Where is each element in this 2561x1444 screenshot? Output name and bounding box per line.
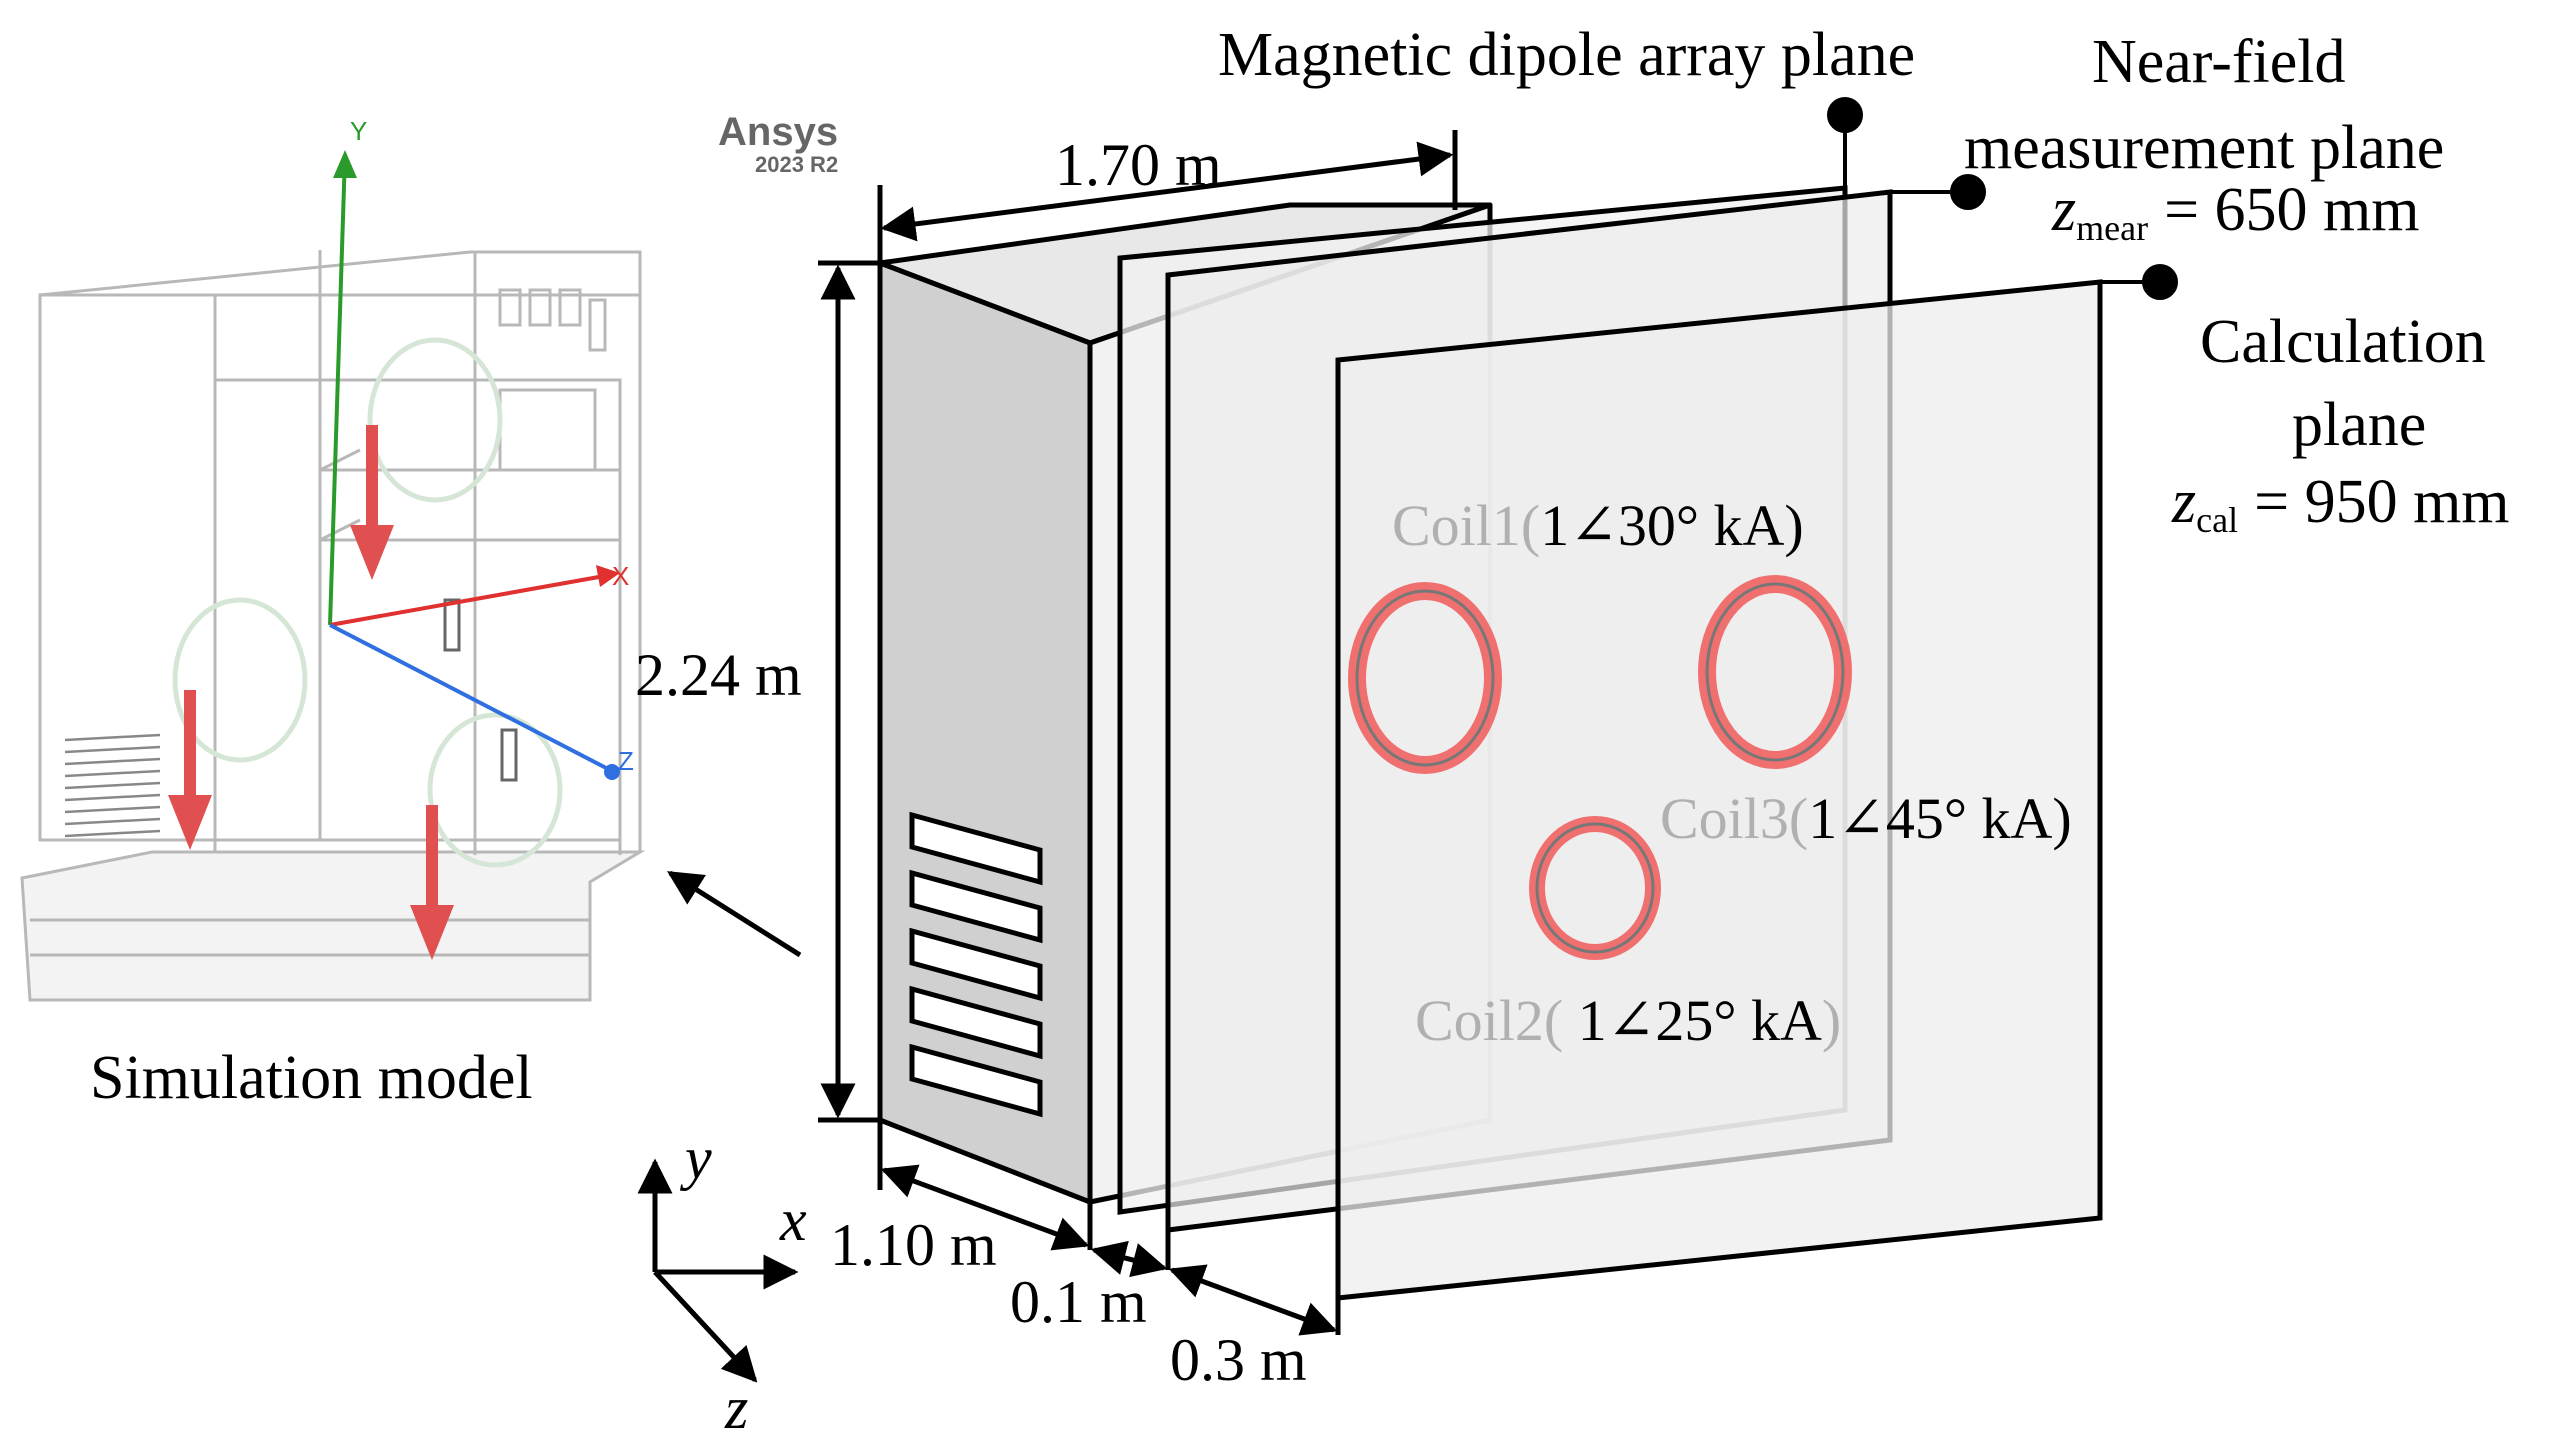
coordinate-axes bbox=[637, 1158, 799, 1383]
axis-z-label: z bbox=[724, 1375, 748, 1441]
dim-height: 2.24 m bbox=[635, 642, 802, 708]
z-mear-label: zmear = 650 mm bbox=[2051, 176, 2420, 248]
sim-axis-z-label: Z bbox=[618, 746, 634, 776]
axis-y-label: y bbox=[679, 1125, 712, 1191]
z-mear-value: = 650 mm bbox=[2164, 176, 2419, 244]
sim-axis-y-label: Y bbox=[350, 116, 367, 146]
sim-force-arrows bbox=[168, 425, 454, 960]
near-field-label-line1: Near-field bbox=[2092, 28, 2345, 96]
dim-gap2: 0.3 m bbox=[1170, 1327, 1307, 1393]
cabinet-vent-slots bbox=[909, 811, 1043, 1118]
simulation-model bbox=[20, 250, 646, 1002]
coil3-label: Coil3(1∠45° kA) bbox=[1660, 786, 2072, 851]
coil1-value: 1∠30° kA) bbox=[1540, 493, 1804, 558]
coil1-label: Coil1(1∠30° kA) bbox=[1392, 493, 1804, 558]
dimension-lines bbox=[818, 130, 1458, 1336]
coil2-close: ) bbox=[1822, 988, 1841, 1053]
dipole-plane-label: Magnetic dipole array plane bbox=[1218, 21, 1915, 89]
ansys-logo: Ansys bbox=[718, 110, 838, 154]
calc-label-line2: plane bbox=[2292, 391, 2426, 459]
simulation-model-label: Simulation model bbox=[90, 1044, 533, 1112]
plane-leaders bbox=[1827, 97, 2178, 300]
calculation-plane bbox=[1335, 279, 2103, 1301]
calc-label-line1: Calculation bbox=[2200, 308, 2486, 376]
coil3-name: Coil3( bbox=[1660, 786, 1808, 851]
ansys-version: 2023 R2 bbox=[755, 152, 838, 177]
z-mear-var: z bbox=[2051, 176, 2076, 244]
z-cal-var: z bbox=[2171, 468, 2196, 536]
coil1-name: Coil1( bbox=[1392, 493, 1540, 558]
sim-vent-grill bbox=[64, 733, 161, 838]
near-field-label-line2: measurement plane bbox=[1964, 114, 2444, 182]
coil2-value: 1∠25° kA bbox=[1563, 988, 1822, 1053]
z-cal-label: zcal = 950 mm bbox=[2171, 468, 2510, 540]
dim-depth: 1.10 m bbox=[830, 1212, 997, 1278]
z-cal-value: = 950 mm bbox=[2254, 468, 2509, 536]
pointer-arrow bbox=[667, 870, 802, 958]
sim-axes: Y X Z bbox=[328, 116, 634, 780]
coil2-name: Coil2( bbox=[1415, 988, 1563, 1053]
coils bbox=[1348, 575, 1852, 960]
coil3-value: 1∠45° kA) bbox=[1808, 786, 2072, 851]
axis-x-label: x bbox=[779, 1187, 807, 1253]
dim-gap1: 0.1 m bbox=[1010, 1269, 1147, 1335]
dim-width: 1.70 m bbox=[1055, 132, 1222, 198]
coil2-label: Coil2( 1∠25° kA) bbox=[1415, 988, 1841, 1053]
sim-axis-x-label: X bbox=[612, 561, 629, 591]
z-mear-sub: mear bbox=[2076, 208, 2148, 248]
z-cal-sub: cal bbox=[2196, 500, 2238, 540]
